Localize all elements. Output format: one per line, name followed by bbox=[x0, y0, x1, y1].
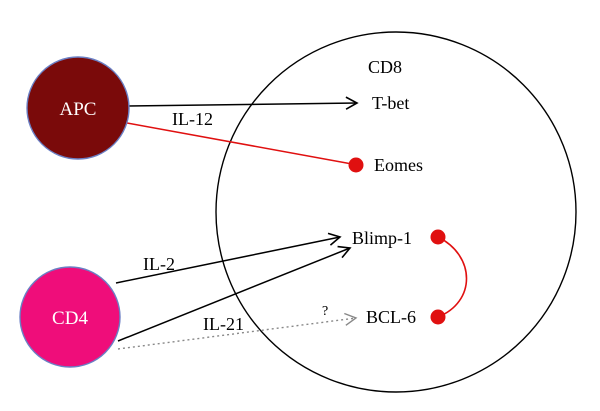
apc-node bbox=[26, 56, 130, 160]
cd4-node bbox=[19, 266, 121, 368]
blimp1-dot bbox=[430, 229, 446, 245]
unknown-mark: ? bbox=[322, 304, 328, 319]
blimp1-bcl6-inhibition-arc bbox=[437, 236, 468, 318]
apc-to-tbet-arrow bbox=[127, 96, 359, 110]
cd4-to-blimp1-il2-arrow bbox=[115, 232, 342, 284]
bcl6-dot bbox=[430, 309, 446, 325]
eomes-dot bbox=[348, 157, 364, 173]
blimp1-label: Blimp-1 bbox=[352, 228, 412, 248]
apc-label: APC bbox=[60, 99, 97, 120]
cd4-to-blimp1-il21-arrow bbox=[117, 245, 352, 342]
il2-label: IL-2 bbox=[143, 254, 175, 274]
cd4-label: CD4 bbox=[52, 308, 88, 329]
apc-to-eomes-line bbox=[126, 122, 353, 165]
cd8-cell-boundary bbox=[215, 31, 577, 393]
cd8-label: CD8 bbox=[368, 57, 402, 77]
il21-label: IL-21 bbox=[203, 314, 244, 334]
eomes-label: Eomes bbox=[374, 155, 423, 175]
tbet-label: T-bet bbox=[372, 93, 409, 113]
cd4-to-bcl6-dotted-arrow bbox=[117, 312, 358, 350]
il12-label: IL-12 bbox=[172, 109, 213, 129]
bcl6-label: BCL-6 bbox=[366, 307, 416, 327]
